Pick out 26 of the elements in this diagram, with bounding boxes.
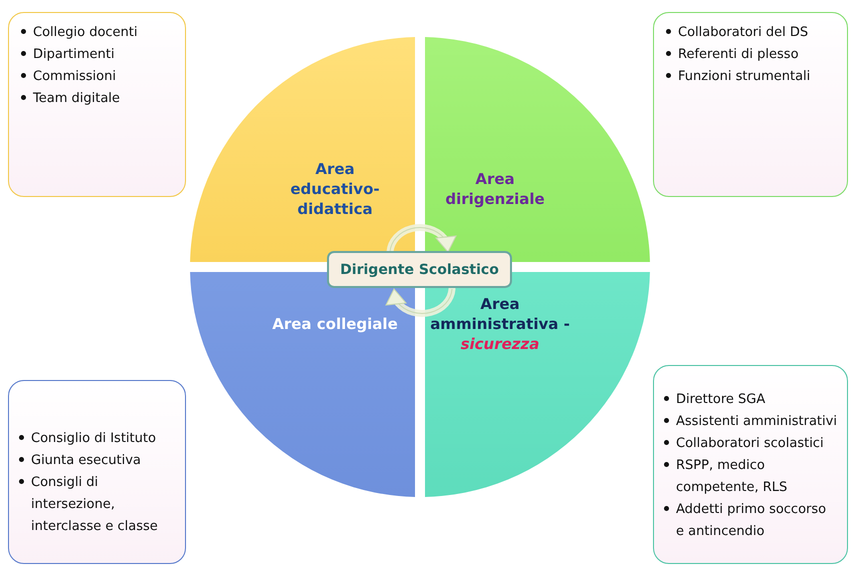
area-title: Area amministrativa - sicurezza — [429, 294, 571, 354]
quadrant-segment — [425, 37, 650, 262]
list-item: Assistenti amministrativi — [676, 414, 837, 429]
list-item: Team digitale — [33, 91, 120, 106]
list-card — [653, 365, 848, 564]
area-title: Area educativo-didattica — [289, 159, 381, 219]
list-item: Collaboratori scolastici — [676, 436, 824, 451]
list-item: Referenti di plesso — [678, 47, 799, 62]
list-item: Collegio docenti — [33, 25, 138, 40]
list-item: Dipartimenti — [33, 47, 115, 62]
list-card — [653, 12, 848, 197]
list-item: Addetti primo soccorso e antincendio — [676, 502, 826, 539]
list-item: Collaboratori del DS — [678, 25, 808, 40]
quadrant-segment — [190, 37, 415, 262]
center-title: Dirigente Scolastico — [340, 262, 499, 278]
area-title: Area collegiale — [271, 314, 399, 334]
area-title: Area dirigenziale — [444, 169, 546, 209]
list-item: Commissioni — [33, 69, 116, 84]
list-item: Consigli di intersezione, interclasse e classe — [31, 475, 158, 534]
list-item: Giunta esecutiva — [31, 453, 141, 468]
list-item: Funzioni strumentali — [678, 69, 810, 84]
list-card — [8, 12, 186, 197]
list-item: Consiglio di Istituto — [31, 431, 156, 446]
list-item: RSPP, medico competente, RLS — [676, 458, 788, 495]
list-item: Direttore SGA — [676, 392, 766, 407]
list-card — [8, 380, 186, 564]
